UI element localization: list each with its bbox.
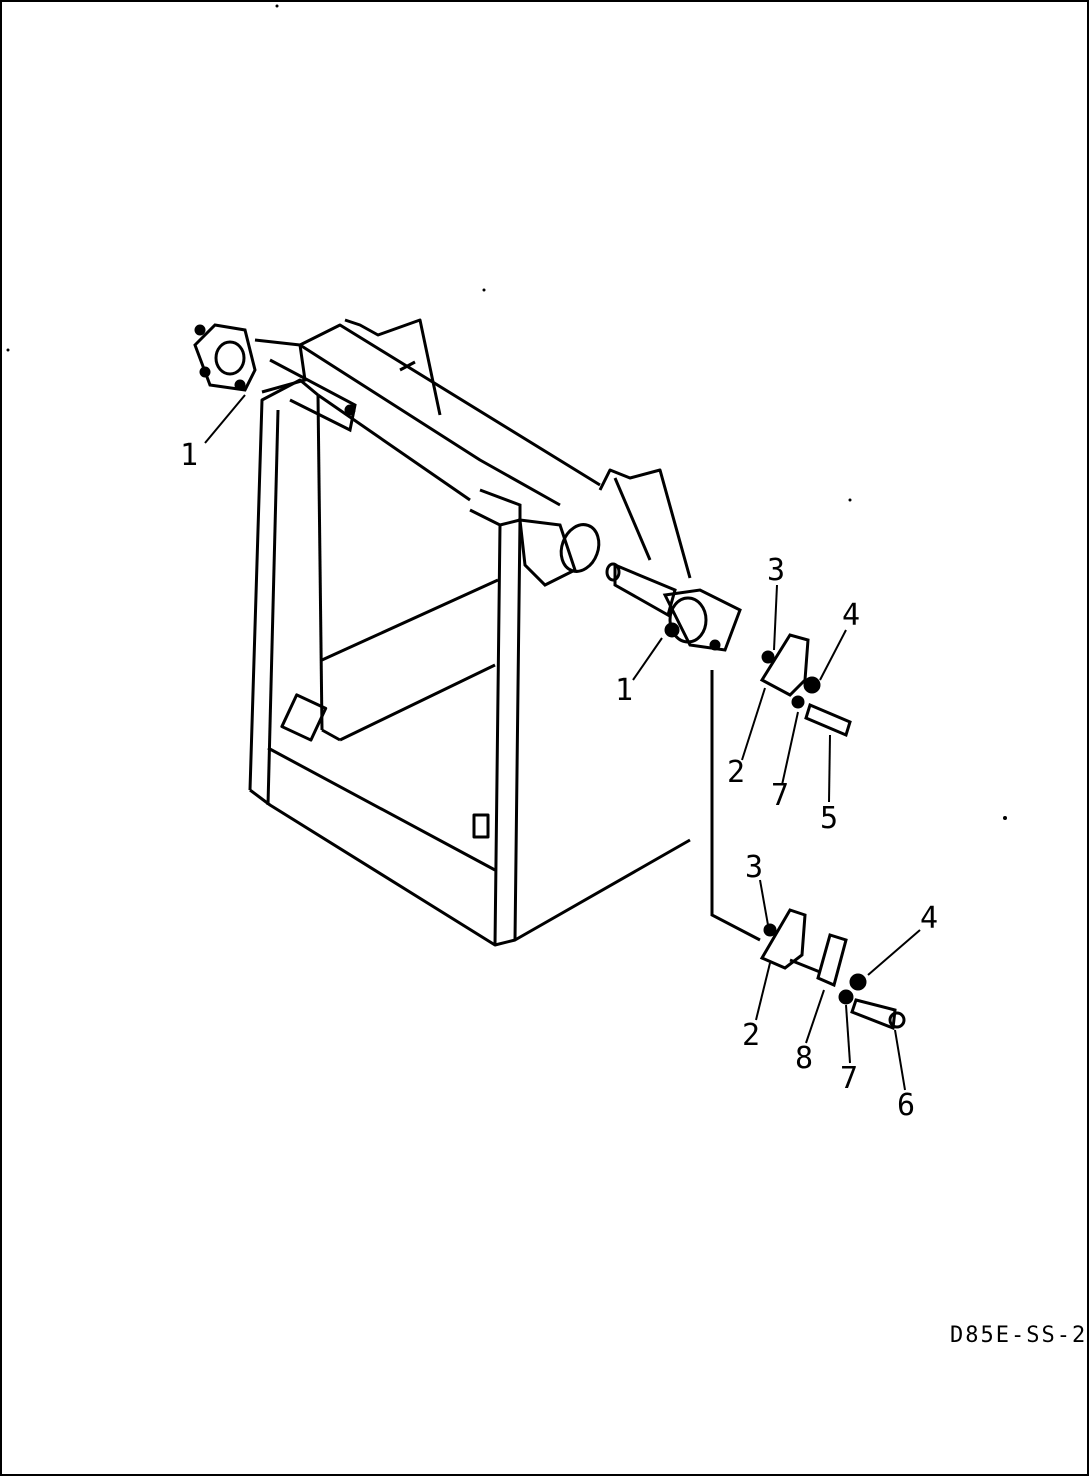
leader-lines [204,394,921,1091]
callout-4-upper: 4 [842,598,860,633]
speck [482,288,486,292]
callout-2-upper: 2 [727,755,745,790]
callout-5-upper: 5 [820,801,838,836]
callout-7-upper: 7 [771,778,789,813]
speck [6,348,10,352]
bearing-cap-group-lower [759,908,906,1031]
callout-3-lower: 3 [745,850,763,885]
callout-7-lower: 7 [840,1061,858,1096]
callout-1-right: 1 [615,673,633,708]
callout-3-upper: 3 [767,553,785,588]
shaft-yoke-right [605,562,761,942]
callout-8-lower: 8 [795,1041,813,1076]
speck [848,498,852,502]
speck [1003,816,1007,820]
callout-4-lower: 4 [920,901,938,936]
frame-structure [248,318,692,947]
callouts: 1 1 3 4 2 7 5 3 4 2 8 7 6 [180,438,938,1123]
tube-journal [479,488,601,587]
flange-assembly-left [193,323,357,433]
drawing-code: D85E-SS-2 [950,1323,1087,1348]
callout-2-lower: 2 [742,1018,760,1053]
bearing-cap-group-upper [759,633,852,738]
callout-6-lower: 6 [897,1088,915,1123]
speck [275,4,279,8]
callout-1-left: 1 [180,438,198,473]
